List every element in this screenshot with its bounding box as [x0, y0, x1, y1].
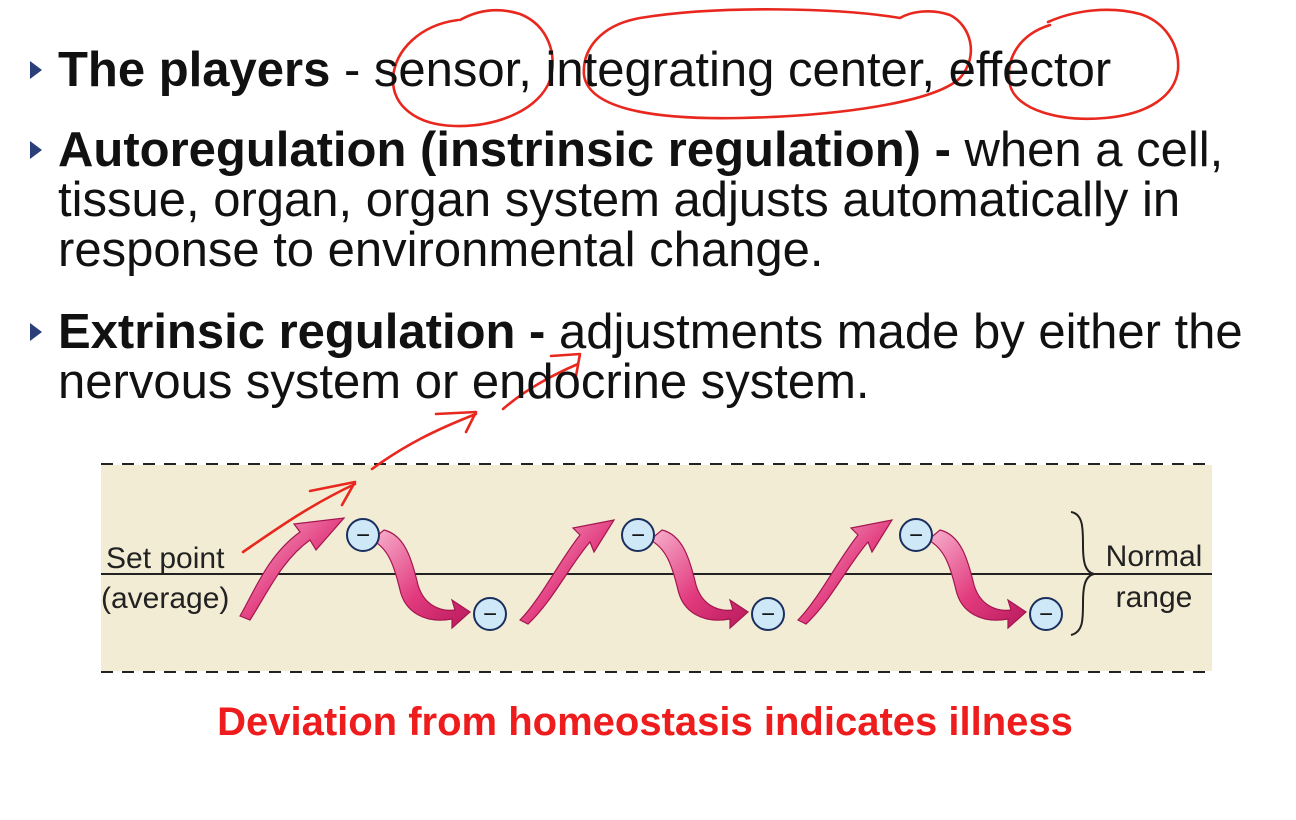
minus-sign: − — [1039, 601, 1053, 628]
illness-caption: Deviation from homeostasis indicates ill… — [217, 700, 1073, 744]
range-label: range — [1116, 581, 1193, 614]
bullet-triangle-icon — [30, 323, 42, 341]
bullet-separator — [951, 123, 965, 177]
bullet-term: The players — [58, 43, 331, 97]
set-point-label: Set point — [106, 542, 225, 575]
bullet-definition: when a cell, tissue, organ, organ system… — [58, 123, 1224, 277]
rising-arrow-3 — [796, 519, 894, 625]
rising-arrow-2 — [518, 519, 616, 625]
falling-arrow-2 — [648, 529, 749, 630]
minus-sign: − — [631, 522, 645, 549]
bullet-autoregulation: Autoregulation (instrinsic regulation) -… — [30, 123, 1294, 277]
falling-arrow-1 — [370, 529, 471, 630]
bullet-triangle-icon — [30, 61, 42, 79]
bullet-separator — [545, 305, 559, 359]
bullet-separator: - — [330, 43, 374, 97]
bullet-term: Extrinsic regulation - — [58, 305, 546, 359]
bullet-definition: sensor, integrating center, effector — [373, 43, 1112, 97]
range-brace — [1070, 511, 1095, 636]
arrowhead-1 — [308, 480, 357, 507]
falling-arrow-3 — [926, 529, 1027, 630]
minus-sign: − — [483, 601, 497, 628]
bullet-the-players: The players - sensor, integrating center… — [30, 43, 1294, 97]
feedback-circles: − − − − − − — [346, 518, 1063, 631]
minus-sign: − — [761, 601, 775, 628]
arrow-stroke-3 — [501, 362, 580, 411]
bullet-triangle-icon — [30, 141, 42, 159]
circle-sensor — [391, 8, 554, 128]
feedback-circle-1: − — [346, 518, 380, 552]
minus-sign: − — [909, 522, 923, 549]
feedback-circle-5: − — [899, 518, 933, 552]
normal-label: Normal — [1106, 540, 1203, 573]
average-label: (average) — [101, 582, 229, 615]
bullet-definition: adjustments made by either the nervous s… — [58, 305, 1243, 409]
bullet-term: Autoregulation (instrinsic regulation) - — [58, 123, 951, 177]
bullet-extrinsic-regulation: Extrinsic regulation - adjustments made … — [30, 305, 1294, 409]
arrowhead-2 — [434, 410, 478, 434]
fluctuation-arrows — [239, 517, 1027, 630]
arrow-stroke-1 — [241, 482, 357, 554]
hand-annotations — [241, 8, 1180, 554]
circle-effector — [1007, 8, 1180, 120]
feedback-circle-6: − — [1029, 597, 1063, 631]
rising-arrow-1 — [239, 517, 346, 621]
feedback-circle-2: − — [473, 597, 507, 631]
feedback-circle-3: − — [621, 518, 655, 552]
normal-range-band — [101, 465, 1212, 671]
feedback-circle-4: − — [751, 597, 785, 631]
circle-integrating-center — [582, 8, 973, 120]
arrow-stroke-2 — [370, 412, 478, 471]
minus-sign: − — [356, 522, 370, 549]
arrowhead-3 — [549, 352, 582, 378]
